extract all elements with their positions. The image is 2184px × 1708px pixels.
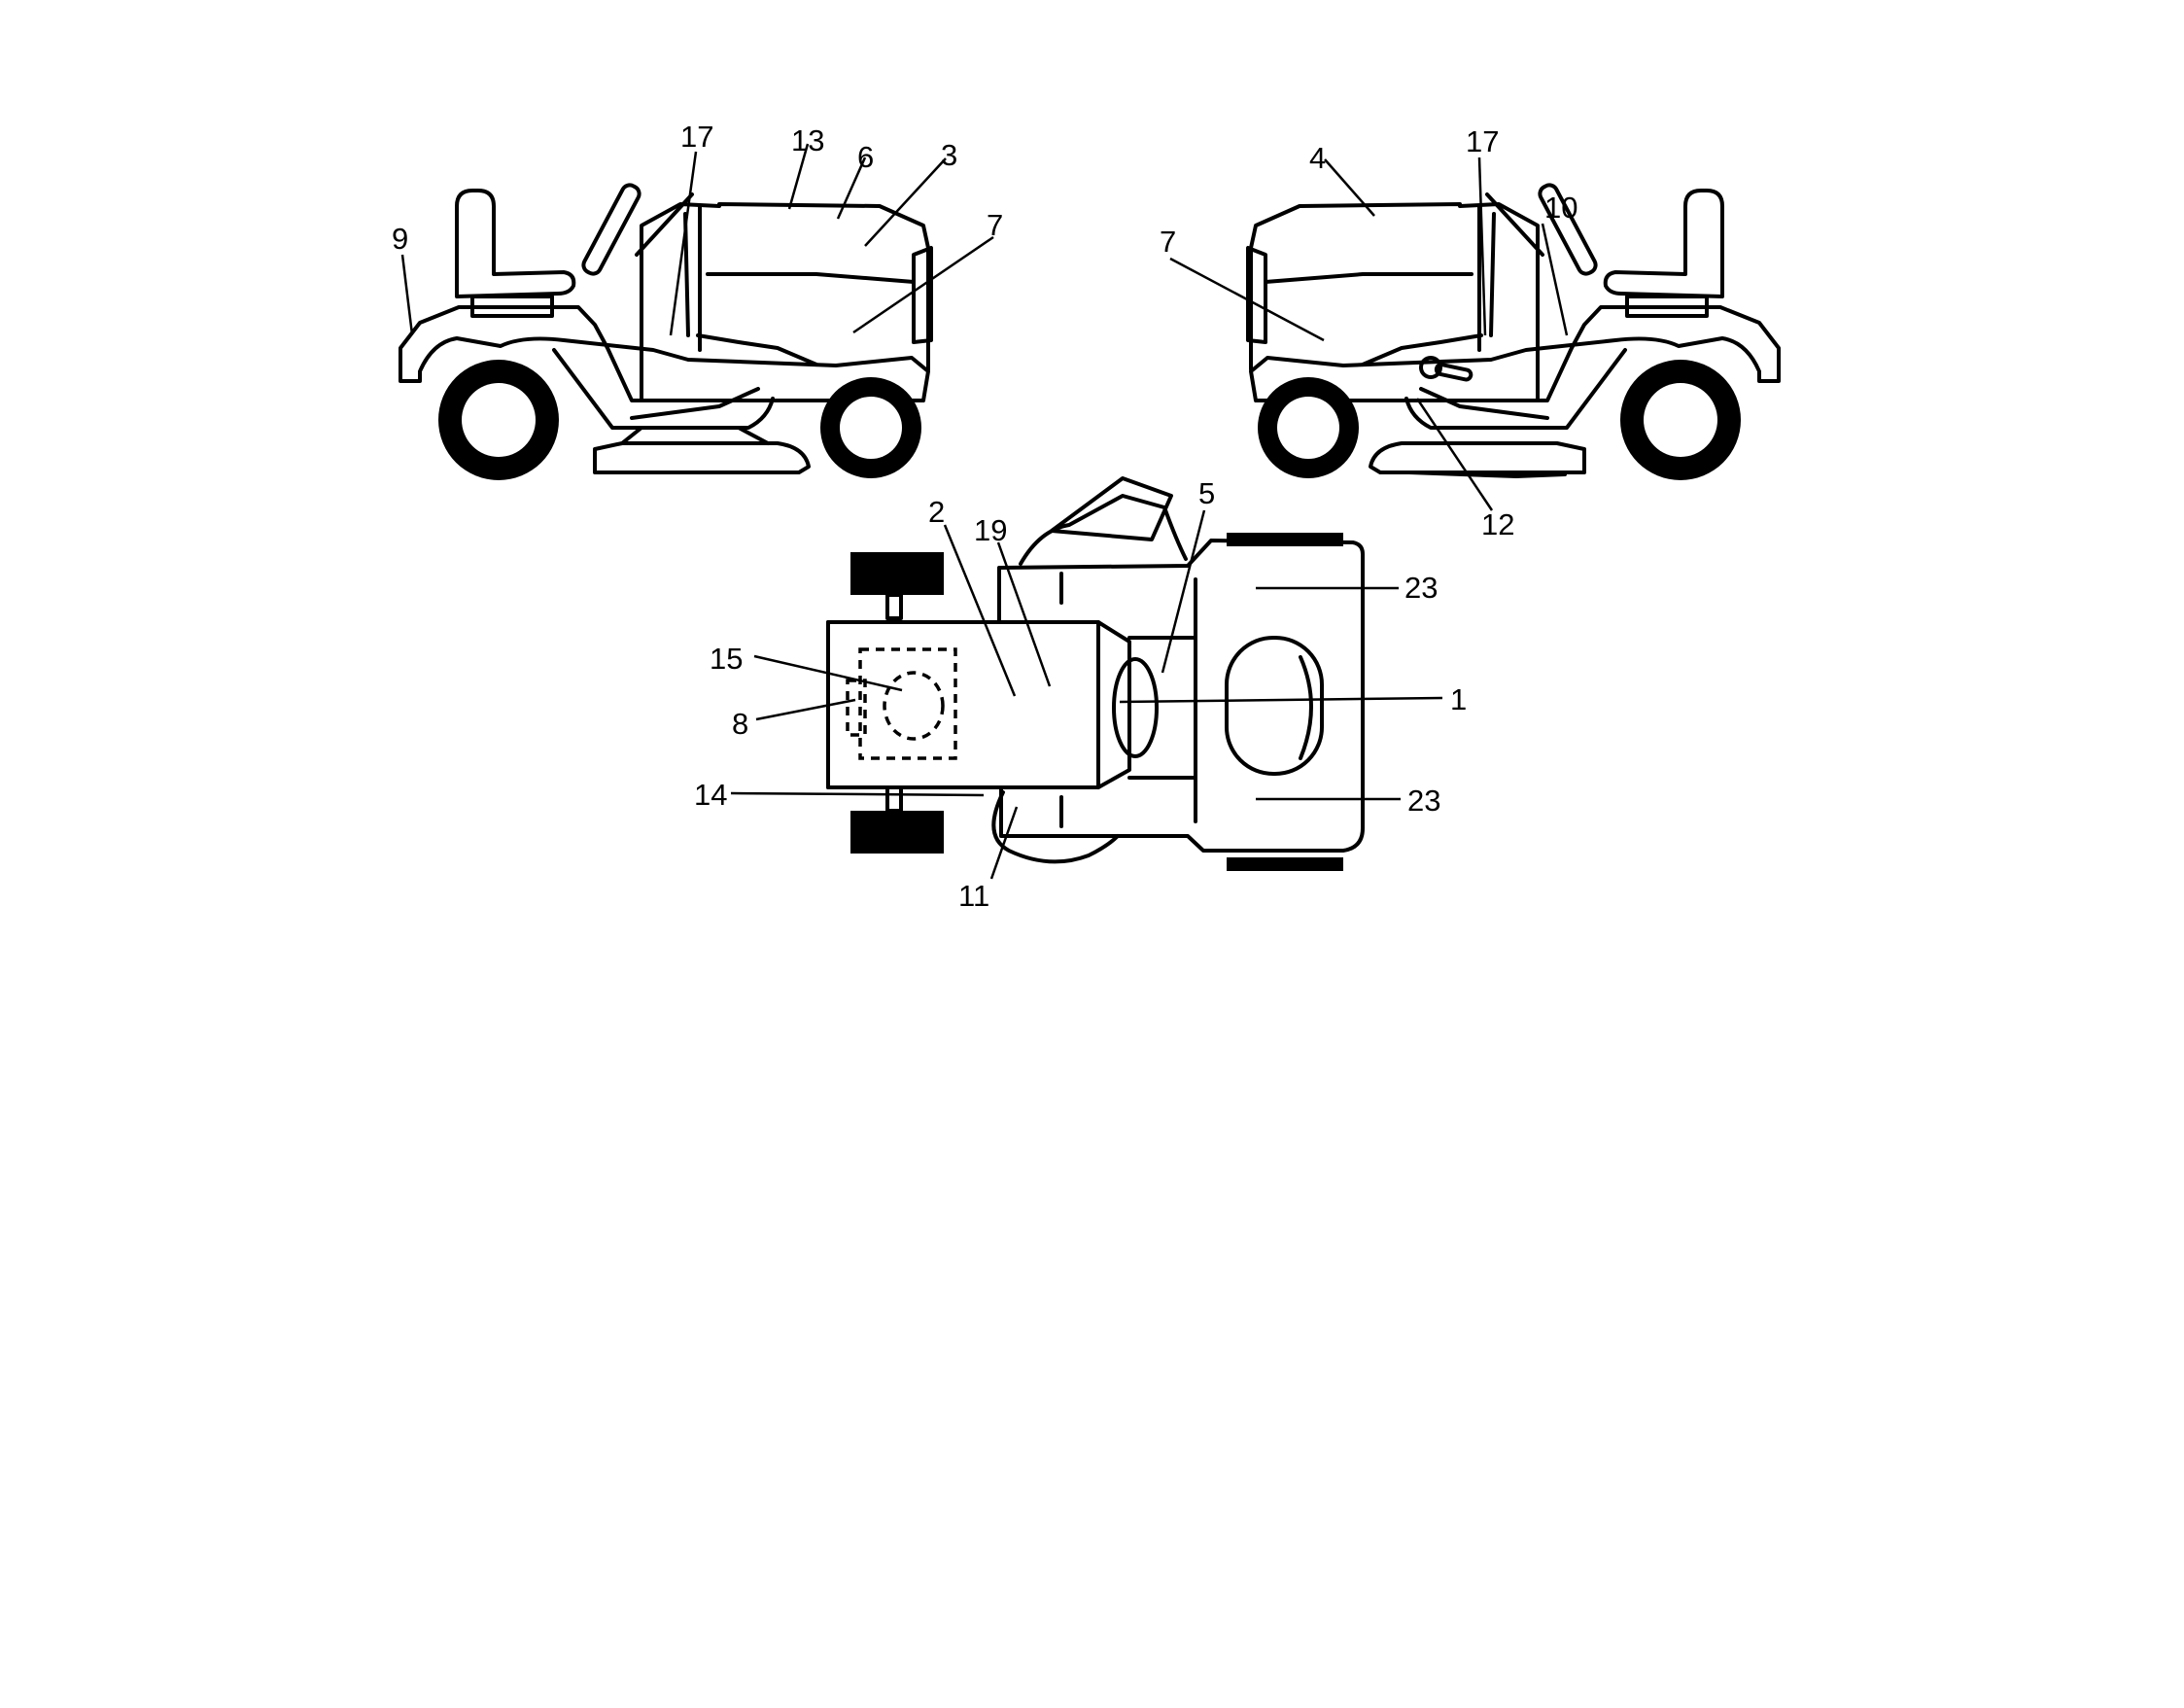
callout-6: 6 (857, 140, 874, 174)
callout-2: 2 (928, 495, 945, 529)
callout-9: 9 (392, 222, 408, 256)
callout-23-bottom: 23 (1407, 784, 1440, 818)
callout-12: 12 (1481, 507, 1514, 541)
callout-labels: 17 13 6 3 7 9 4 17 10 7 12 2 19 5 23 15 … (392, 120, 1577, 913)
callout-10: 10 (1544, 191, 1577, 225)
callout-14: 14 (694, 778, 727, 812)
callout-17-right: 17 (1466, 124, 1499, 158)
callout-1: 1 (1450, 682, 1467, 716)
callout-4: 4 (1309, 141, 1326, 175)
callout-15: 15 (710, 642, 743, 676)
callout-17-left: 17 (680, 120, 713, 154)
callout-7-right: 7 (1160, 225, 1176, 259)
callout-5: 5 (1198, 476, 1215, 510)
callout-8: 8 (732, 707, 748, 741)
callout-19: 19 (974, 513, 1007, 547)
callout-7-left: 7 (987, 208, 1003, 242)
callout-11: 11 (958, 879, 989, 913)
callout-leaders (400, 143, 1569, 880)
callout-23-top: 23 (1404, 571, 1438, 605)
tractor-left-side-view (399, 183, 933, 480)
tractor-right-side-view (1246, 183, 1781, 480)
callout-13: 13 (791, 123, 824, 157)
callout-3: 3 (941, 138, 957, 172)
tractor-top-view (826, 476, 1365, 871)
